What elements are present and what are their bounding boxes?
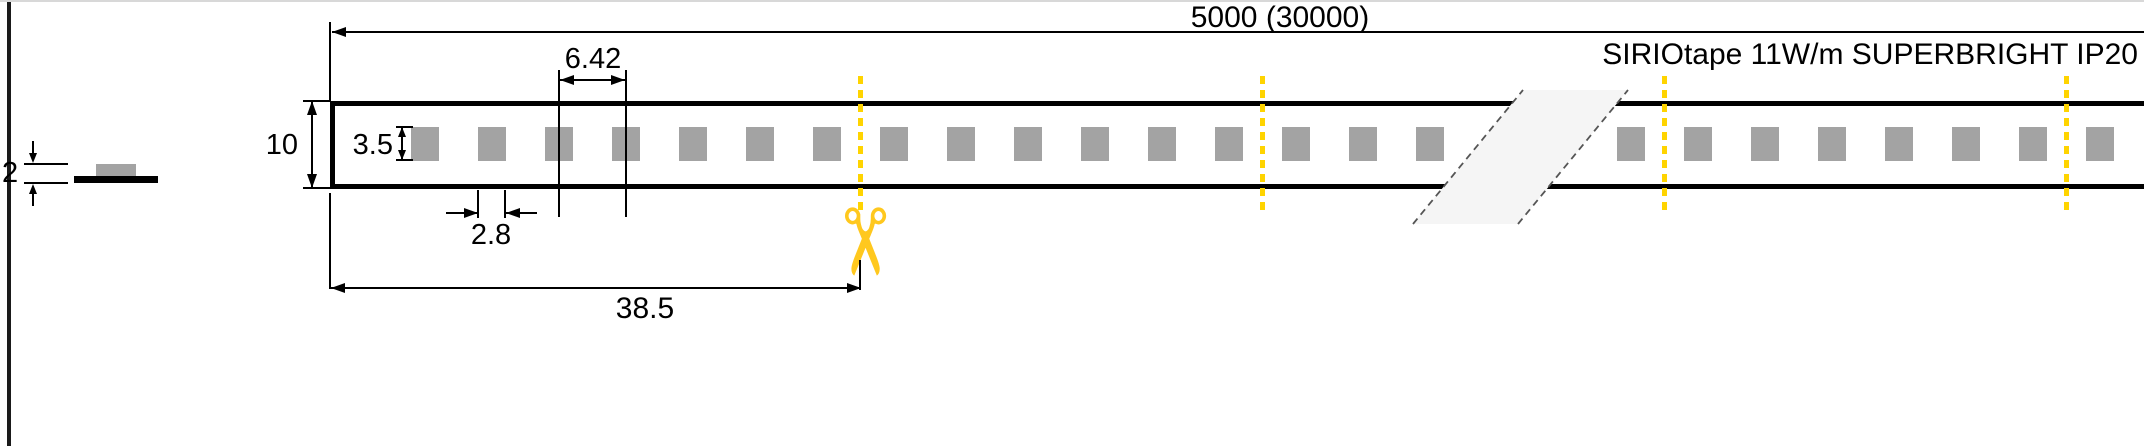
led-chip xyxy=(746,127,774,161)
ext-line xyxy=(329,22,331,101)
led-chip xyxy=(478,127,506,161)
ext-line xyxy=(303,100,331,102)
arrow-left xyxy=(331,283,345,293)
product-label: SIRIOtape 11W/m SUPERBRIGHT IP20 xyxy=(1602,38,2138,71)
led-chip xyxy=(411,127,439,161)
break-line-left xyxy=(1412,89,1524,225)
dim-line xyxy=(401,128,403,159)
dim-line xyxy=(446,212,477,214)
scissors-icon: ✂ xyxy=(812,194,914,290)
arrow-right xyxy=(611,75,625,85)
led-chip xyxy=(1081,127,1109,161)
cut-line xyxy=(2064,76,2069,214)
led-chip xyxy=(2086,127,2114,161)
dim-line xyxy=(332,31,2144,33)
arrow-down xyxy=(29,153,37,163)
led-chip xyxy=(1148,127,1176,161)
dim-overall-label: 5000 (30000) xyxy=(1190,1,1370,34)
ext-line xyxy=(329,193,331,289)
led-chip xyxy=(1617,127,1645,161)
arrow-right xyxy=(464,208,478,218)
led-chip xyxy=(1282,127,1310,161)
led-chip xyxy=(1885,127,1913,161)
break-band xyxy=(1413,90,1628,224)
page-edge-line xyxy=(7,2,11,446)
break-symbol xyxy=(1412,89,1629,225)
ext-line xyxy=(24,182,68,184)
side-view-led-chip xyxy=(96,164,136,176)
led-chip xyxy=(880,127,908,161)
arrow-up xyxy=(29,184,37,194)
led-chip xyxy=(2019,127,2047,161)
scissors-glyph: ✂ xyxy=(812,203,914,281)
led-chip xyxy=(1684,127,1712,161)
cut-line xyxy=(1260,76,1265,214)
led-chip xyxy=(813,127,841,161)
break-line-right xyxy=(1517,89,1629,225)
led-chip xyxy=(1416,127,1444,161)
cut-line xyxy=(1662,76,1667,214)
ext-line xyxy=(859,260,861,290)
arrow-left xyxy=(332,27,346,37)
ext-line xyxy=(558,70,560,217)
led-chip xyxy=(1215,127,1243,161)
ext-line xyxy=(625,70,627,217)
dim-led-width-label: 2.8 xyxy=(470,219,512,251)
arrow-up xyxy=(398,127,406,137)
led-chip xyxy=(947,127,975,161)
arrow-right xyxy=(847,283,861,293)
dim-line xyxy=(32,194,34,206)
dim-thickness-label: 2 xyxy=(2,157,19,189)
dim-strip-width-label: 10 xyxy=(265,129,298,161)
led-chip xyxy=(1014,127,1042,161)
led-chip xyxy=(679,127,707,161)
ext-line xyxy=(396,159,413,161)
dim-line xyxy=(506,212,537,214)
led-chip xyxy=(1751,127,1779,161)
dim-led-height-label: 3.5 xyxy=(352,129,393,161)
arrow-down xyxy=(398,150,406,160)
dim-line xyxy=(331,287,861,289)
dim-line xyxy=(311,102,313,187)
led-chip xyxy=(1349,127,1377,161)
led-chip xyxy=(1952,127,1980,161)
ext-line xyxy=(504,190,506,218)
dim-cut-length-label: 38.5 xyxy=(615,292,675,325)
arrow-down xyxy=(307,174,317,188)
ext-line xyxy=(477,190,479,218)
side-view-tape xyxy=(74,176,158,183)
cut-line xyxy=(858,76,863,214)
dim-line xyxy=(560,79,625,81)
arrow-up xyxy=(307,101,317,115)
ext-line xyxy=(303,187,331,189)
led-chip xyxy=(1818,127,1846,161)
arrow-left xyxy=(560,75,574,85)
ext-line xyxy=(24,163,68,165)
dim-led-pitch-label: 6.42 xyxy=(564,43,622,75)
dim-line xyxy=(32,141,34,153)
arrow-left xyxy=(506,208,520,218)
